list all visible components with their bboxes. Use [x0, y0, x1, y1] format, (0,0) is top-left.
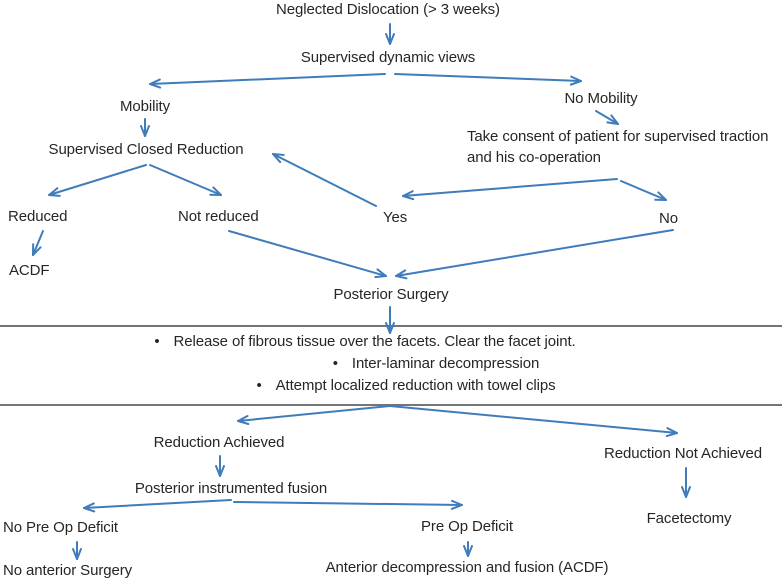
surgery-step-text: Attempt localized reduction with towel c…: [275, 377, 556, 394]
node-take-consent: Take consent of patient for supervised t…: [467, 128, 769, 166]
arrow-no-to-posterior-surgery: [395, 229, 674, 280]
node-reduction-not-achieved: Reduction Not Achieved: [604, 445, 762, 462]
surgery-step: • Inter-laminar decompression: [45, 353, 782, 375]
node-acdf: ACDF: [9, 262, 50, 279]
arrow-views-to-no-mobility: [394, 73, 582, 86]
arrow-consent-to-yes: [402, 178, 618, 201]
posterior-surgery-steps: • Release of fibrous tissue over the face…: [0, 331, 782, 397]
arrow-fusion-to-no-preop-deficit: [83, 499, 232, 513]
arrow-views-to-mobility: [149, 73, 386, 89]
bullet-icon: •: [256, 377, 262, 394]
node-mobility: Mobility: [119, 98, 171, 115]
surgery-step-text: Release of fibrous tissue over the facet…: [173, 333, 576, 350]
surgery-step-text: Inter-laminar decompression: [351, 355, 540, 372]
arrow-not-reduced-to-posterior-surgery: [228, 230, 387, 279]
node-neglected-dislocation: Neglected Dislocation (> 3 weeks): [276, 1, 500, 18]
node-posterior-instrumented-fusion: Posterior instrumented fusion: [134, 480, 328, 497]
node-supervised-dynamic-views: Supervised dynamic views: [300, 49, 476, 66]
arrow-closed-reduction-to-not-reduced: [149, 164, 222, 196]
node-no-anterior-surgery: No anterior Surgery: [3, 562, 132, 579]
arrow-fusion-to-preop-deficit: [233, 499, 463, 510]
node-anterior-decompression-fusion: Anterior decompression and fusion (ACDF): [325, 559, 609, 576]
bullet-icon: •: [154, 333, 160, 350]
surgery-step: • Release of fibrous tissue over the face…: [0, 331, 756, 353]
arrow-steps-to-reduction-not-achieved: [389, 405, 678, 438]
node-reduced: Reduced: [8, 208, 68, 225]
node-posterior-surgery: Posterior Surgery: [333, 286, 449, 303]
arrow-no-mobility-to-consent: [595, 110, 619, 125]
node-pre-op-deficit: Pre Op Deficit: [421, 518, 513, 535]
node-no: No: [659, 210, 678, 227]
arrow-consent-to-no: [620, 180, 667, 201]
arrow-reduced-to-acdf: [32, 230, 44, 256]
bullet-icon: •: [332, 355, 338, 372]
node-no-pre-op-deficit: No Pre Op Deficit: [3, 519, 119, 536]
arrow-steps-to-reduction-achieved: [237, 405, 391, 425]
node-not-reduced: Not reduced: [178, 208, 259, 225]
node-no-mobility: No Mobility: [564, 90, 638, 107]
node-supervised-closed-reduction: Supervised Closed Reduction: [48, 141, 244, 158]
node-facetectomy: Facetectomy: [646, 510, 732, 527]
arrow-closed-reduction-to-reduced: [48, 164, 147, 197]
node-reduction-achieved: Reduction Achieved: [153, 434, 285, 451]
arrow-yes-to-closed-reduction: [272, 153, 377, 207]
node-yes: Yes: [383, 209, 408, 226]
surgery-step: • Attempt localized reduction with towel …: [15, 375, 782, 397]
